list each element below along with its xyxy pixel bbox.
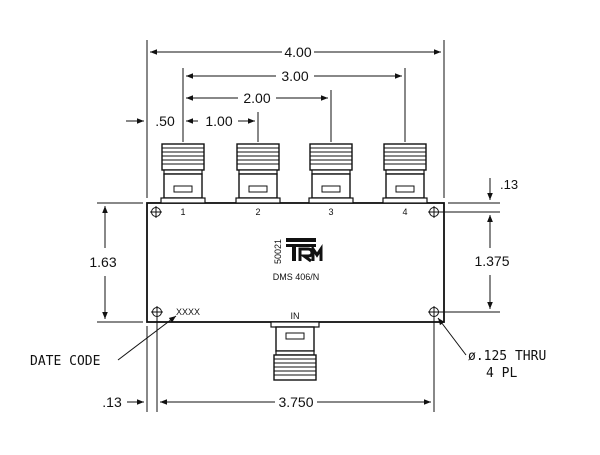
connector-port-1 [160, 143, 206, 204]
connector-port-2 [235, 143, 281, 204]
port-label-1: 1 [180, 207, 185, 217]
dimension-hole-span: 3.750 [146, 318, 435, 412]
mounting-hole-top-right [428, 206, 440, 218]
port-label-3: 3 [328, 207, 333, 217]
trm-logo [286, 238, 323, 263]
dimension-hole-span-text: 3.750 [278, 394, 313, 410]
dimension-bottom-offset: .13 [102, 394, 144, 410]
port-label-4: 4 [402, 207, 407, 217]
dimension-height-text: 1.63 [89, 254, 116, 270]
port-label-2: 2 [255, 207, 260, 217]
dimension-span-2-text: 2.00 [243, 90, 270, 106]
hole-spec-line1: ø.125 THRU [468, 349, 546, 364]
dimension-top-offset-text: .13 [500, 177, 518, 192]
connector-port-3 [308, 143, 354, 204]
date-code-callout-text: DATE CODE [30, 354, 100, 369]
input-port-label: IN [291, 311, 300, 321]
connector-port-4 [382, 143, 428, 204]
hole-spec-line2: 4 PL [486, 366, 517, 381]
mounting-hole-top-left [150, 206, 162, 218]
dimension-span-1: 1.00 [186, 112, 259, 142]
dimension-hole-spacing: 1.375 [440, 215, 510, 313]
dimension-hole-spacing-text: 1.375 [474, 253, 509, 269]
dimension-offset-text: .50 [155, 113, 175, 129]
part-number: DMS 406/N [273, 272, 320, 282]
dimension-top-offset: .13 [440, 177, 518, 230]
housing-body [146, 202, 445, 323]
date-code-marking: XXXX [176, 307, 200, 317]
dimension-span-3-text: 3.00 [281, 68, 308, 84]
vertical-code: 50021 [273, 239, 283, 264]
connector-input [270, 321, 320, 381]
dimension-height: 1.63 [89, 202, 143, 323]
mounting-hole-bottom-left [151, 306, 163, 318]
dimension-offset: .50 [126, 113, 175, 129]
dimension-bottom-offset-text: .13 [102, 394, 122, 410]
dimension-span-2: 2.00 [186, 90, 332, 142]
dimension-span-3: 3.00 [182, 68, 406, 142]
date-code-callout: DATE CODE [30, 315, 177, 369]
dimension-overall-width: 4.00 [146, 40, 445, 198]
dimension-overall-width-text: 4.00 [284, 44, 311, 60]
hole-spec-callout: ø.125 THRU 4 PL [437, 317, 546, 381]
dimension-span-1-text: 1.00 [205, 113, 232, 129]
mounting-hole-bottom-right [428, 306, 440, 318]
